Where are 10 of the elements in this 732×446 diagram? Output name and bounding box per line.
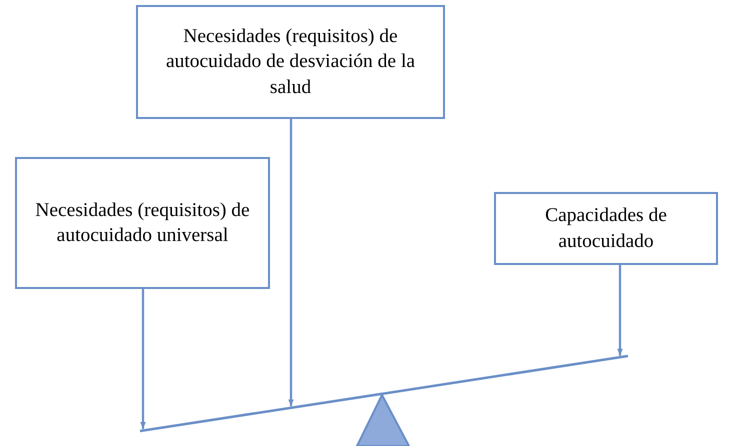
balance-beam — [140, 354, 628, 433]
concept-box — [136, 5, 445, 119]
box-text: Capacidades de autocuidado — [544, 204, 668, 254]
arrow — [617, 265, 623, 356]
arrow — [288, 119, 294, 406]
concept-box — [494, 192, 718, 265]
box-text: Necesidades (requisitos) de autocuidado de desviación de la salud — [164, 24, 416, 100]
concept-box — [15, 157, 270, 289]
box-text: Necesidades (requisitos) de autocuidado universal — [34, 198, 251, 248]
arrow — [140, 289, 146, 430]
